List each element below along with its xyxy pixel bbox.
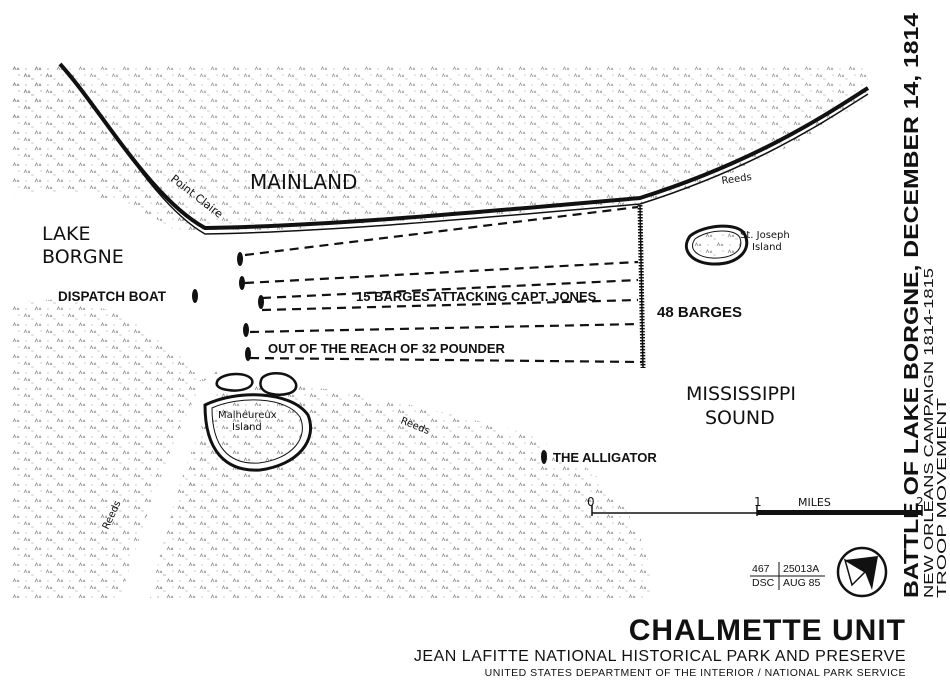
water-main: [12, 98, 868, 600]
label-sound: SOUND: [705, 407, 775, 429]
drawing-office: DSC: [752, 577, 775, 589]
scale-unit: MILES: [798, 496, 831, 509]
department-name: UNITED STATES DEPARTMENT OF THE INTERIOR…: [484, 667, 906, 679]
gunboat-icon: [237, 252, 243, 266]
barge-line-48: [637, 204, 646, 369]
title-sub2: TROOP MOVEMENT: [934, 398, 948, 598]
scale-two: 2: [916, 495, 924, 509]
route-3: [261, 278, 639, 300]
north-arrow-icon: [836, 546, 888, 598]
route-4: [261, 298, 639, 312]
dispatch-boat-icon: [192, 289, 198, 303]
mainland-shoreline-inner: [63, 69, 869, 235]
route-6: [249, 356, 643, 364]
label-borgne: BORGNE: [42, 246, 124, 268]
scale-bar: 0 1 2 MILES: [587, 495, 924, 516]
label-alligator: THE ALLIGATOR: [553, 450, 657, 465]
gunboat-icon: [245, 347, 251, 361]
channel-clearing: [120, 380, 225, 600]
drawing-id: 467 25013A DSC AUG 85: [750, 562, 825, 590]
route-5: [249, 322, 641, 334]
label-48-barges: 48 BARGES: [657, 304, 742, 321]
st-joseph-inner: [692, 230, 742, 259]
scale-one: 1: [754, 495, 762, 509]
label-barges-attacking: 15 BARGES ATTACKING CAPT. JONES: [356, 289, 597, 304]
southwest-marsh: [12, 297, 225, 600]
mainland-marsh-fill: [60, 64, 868, 228]
gunboats: [192, 252, 547, 464]
islet-left: [215, 372, 254, 392]
scale-zero: 0: [587, 495, 595, 509]
unit-title: CHALMETTE UNIT: [628, 614, 906, 647]
gunboat-icon: [239, 276, 245, 290]
islands: [203, 224, 749, 472]
drawing-num: 467: [752, 563, 770, 575]
route-2: [244, 260, 639, 285]
alligator-boat-icon: [541, 450, 547, 464]
label-st-joseph-2: Island: [752, 242, 782, 253]
label-malheureux-2: Island: [232, 422, 262, 433]
label-st-joseph-1: St. Joseph: [740, 230, 790, 241]
gunboat-icon: [243, 323, 249, 337]
title-main: BATTLE OF LAKE BORGNE, DECEMBER 14, 1814: [901, 12, 923, 598]
label-out-of-reach: OUT OF THE REACH OF 32 POUNDER: [268, 341, 506, 356]
route-1: [244, 205, 639, 257]
mainland-marsh: [12, 65, 868, 370]
drawing-date: AUG 85: [783, 577, 821, 589]
label-dispatch-boat: DISPATCH BOAT: [58, 289, 167, 304]
gunboat-icon: [258, 295, 264, 309]
label-malheureux-1: Malheureux: [218, 410, 277, 421]
drawing-code: 25013A: [783, 563, 819, 575]
label-reeds-top: Reeds: [721, 172, 753, 187]
islet-right: [259, 371, 298, 396]
reeds-clearing-top: [12, 65, 55, 120]
label-mississippi: MISSISSIPPI: [686, 383, 796, 405]
label-lake: LAKE: [42, 223, 90, 245]
label-mainland: MAINLAND: [250, 170, 357, 194]
title-sub1: NEW ORLEANS CAMPAIGN 1814-1815: [921, 268, 936, 598]
vertical-title-block: BATTLE OF LAKE BORGNE, DECEMBER 14, 1814…: [901, 12, 948, 598]
malheureux-inner: [211, 399, 303, 464]
lake-clearing: [12, 191, 230, 380]
water-areas: [12, 65, 868, 600]
park-name: JEAN LAFITTE NATIONAL HISTORICAL PARK AN…: [413, 648, 906, 665]
barge-routes: [244, 205, 643, 364]
mainland-shoreline: [58, 62, 870, 231]
marsh-areas: [12, 64, 868, 600]
